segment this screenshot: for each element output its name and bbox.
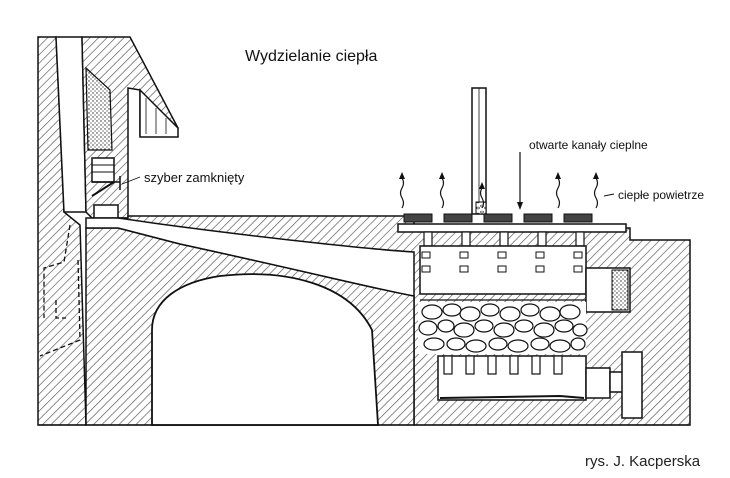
diagram-title: Wydzielanie ciepła xyxy=(245,48,378,65)
hidden-flue-dashed xyxy=(39,224,81,357)
author-credit: rys. J. Kacperska xyxy=(585,453,701,470)
rising-air-arrows xyxy=(399,172,599,209)
wavy-up-arrow-icon xyxy=(479,187,485,209)
side-block xyxy=(585,267,631,313)
damper-closed xyxy=(91,157,141,219)
wavy-up-arrow-icon xyxy=(479,182,485,189)
wavy-up-arrow-icon xyxy=(439,172,445,179)
flue-channel xyxy=(85,217,415,297)
arch-opening xyxy=(151,273,379,426)
heat-plate xyxy=(397,213,627,233)
wavy-up-arrow-icon xyxy=(439,177,445,209)
firebox xyxy=(437,351,643,419)
wavy-up-arrow-icon xyxy=(555,177,561,209)
central-stack xyxy=(471,87,487,215)
channels-label: otwarte kanały cieplne xyxy=(529,138,648,152)
insulation-block xyxy=(85,66,113,151)
damper-label: szyber zamknięty xyxy=(144,170,245,185)
chimney-cap xyxy=(139,88,179,138)
warm-air-label: ciepłe powietrze xyxy=(618,188,705,202)
wavy-up-arrow-icon xyxy=(593,172,599,179)
heating-chamber xyxy=(419,245,587,301)
channel-marker-arrows xyxy=(517,152,615,210)
wavy-up-arrow-icon xyxy=(399,177,405,209)
wavy-up-arrow-icon xyxy=(399,172,405,179)
heat-storage-stones xyxy=(418,302,588,354)
left-wall xyxy=(37,36,87,426)
wavy-up-arrow-icon xyxy=(555,172,561,179)
down-arrow-icon xyxy=(517,202,523,210)
wavy-up-arrow-icon xyxy=(593,177,599,209)
